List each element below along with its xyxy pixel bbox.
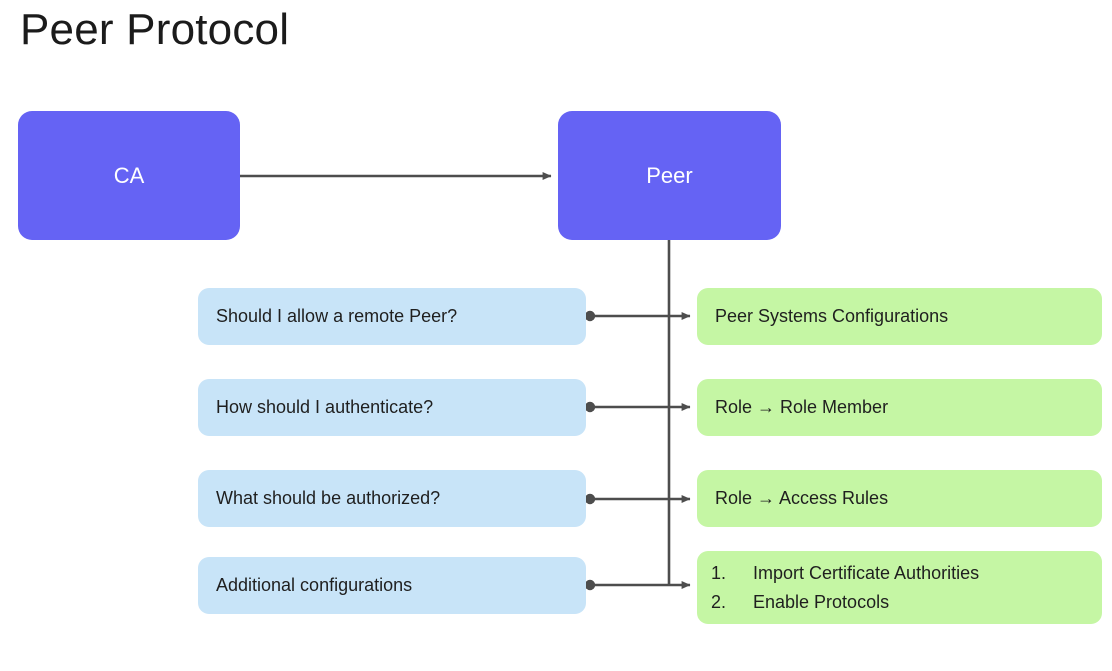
edge-row-2: [584, 401, 691, 413]
list-item-text: Enable Protocols: [753, 591, 890, 612]
list-item-number: 2.: [711, 591, 727, 612]
question-node-2[interactable]: How should I authenticate?: [198, 379, 586, 436]
answer-node-4[interactable]: 1. Import Certificate Authorities 2. Ena…: [697, 551, 1102, 624]
answer-node-3[interactable]: Role → Access Rules: [697, 470, 1102, 527]
question-node-1-label: Should I allow a remote Peer?: [216, 306, 458, 326]
list-item-text: Import Certificate Authorities: [753, 562, 980, 583]
page-title: Peer Protocol: [20, 5, 290, 54]
question-node-4-label: Additional configurations: [216, 575, 413, 595]
question-node-2-label: How should I authenticate?: [216, 397, 434, 417]
answer-node-2-label: Role → Role Member: [715, 397, 889, 417]
question-node-3[interactable]: What should be authorized?: [198, 470, 586, 527]
question-node-3-label: What should be authorized?: [216, 488, 441, 508]
answer-node-3-label: Role → Access Rules: [715, 488, 889, 508]
list-item-number: 1.: [711, 562, 727, 583]
node-ca-label: CA: [113, 162, 145, 188]
answer-node-1-label: Peer Systems Configurations: [715, 306, 949, 326]
question-node-4[interactable]: Additional configurations: [198, 557, 586, 614]
node-peer-label: Peer: [646, 162, 693, 188]
edge-row-4: [584, 579, 691, 591]
edge-row-3: [584, 493, 691, 505]
answer-node-2[interactable]: Role → Role Member: [697, 379, 1102, 436]
node-ca[interactable]: CA: [18, 111, 240, 240]
node-peer[interactable]: Peer: [558, 111, 781, 240]
answer-node-1[interactable]: Peer Systems Configurations: [697, 288, 1102, 345]
answer-node-4-list: 1. Import Certificate Authorities 2. Ena…: [711, 559, 979, 617]
list-item: 2. Enable Protocols: [711, 588, 979, 617]
edge-row-1: [584, 310, 691, 322]
list-item: 1. Import Certificate Authorities: [711, 559, 979, 588]
question-node-1[interactable]: Should I allow a remote Peer?: [198, 288, 586, 345]
